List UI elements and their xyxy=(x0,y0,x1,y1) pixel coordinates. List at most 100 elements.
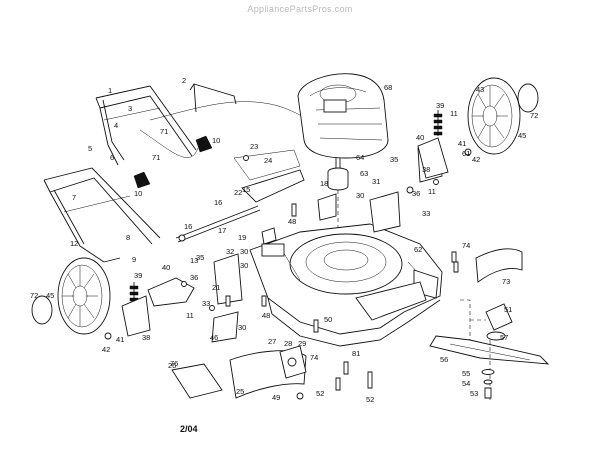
washer-55 xyxy=(481,369,495,375)
callout-43: 43 xyxy=(476,85,484,94)
callout-39b: 39 xyxy=(134,271,142,280)
bracket-46 xyxy=(211,311,239,343)
callout-41b: 41 xyxy=(116,335,124,344)
callout-10b: 10 xyxy=(134,189,142,198)
callout-71b: 71 xyxy=(152,153,160,162)
callout-27: 27 xyxy=(268,337,276,346)
callout-18: 18 xyxy=(320,179,328,188)
callout-23: 23 xyxy=(250,142,258,151)
callout-63: 63 xyxy=(360,169,368,178)
callout-48a: 48 xyxy=(288,217,296,226)
callout-50: 50 xyxy=(324,315,332,324)
callout-1: 1 xyxy=(108,86,112,95)
callout-42b: 42 xyxy=(102,345,110,354)
callout-35a: 35 xyxy=(390,155,398,164)
callout-33b: 33 xyxy=(202,299,210,308)
callout-28: 28 xyxy=(284,339,292,348)
callout-53: 53 xyxy=(470,389,478,398)
hinge-pin xyxy=(287,357,297,367)
callout-42a: 42 xyxy=(472,155,480,164)
callout-10a: 10 xyxy=(212,136,220,145)
callout-16b: 16 xyxy=(184,222,192,231)
callout-57: 57 xyxy=(500,333,508,342)
rod-washer xyxy=(178,234,186,242)
hubcap-front xyxy=(31,295,53,325)
front-wheel xyxy=(57,257,111,335)
callout-64: 64 xyxy=(356,153,364,162)
deflector-guide xyxy=(460,299,486,348)
callout-48b: 48 xyxy=(262,311,270,320)
callout-2: 2 xyxy=(182,76,186,85)
footer-date: 2/04 xyxy=(180,424,198,434)
callout-4: 4 xyxy=(114,121,118,130)
callout-40b: 40 xyxy=(162,263,170,272)
callout-76: 76 xyxy=(170,359,178,368)
callout-24: 24 xyxy=(264,156,272,165)
callout-55: 55 xyxy=(462,369,470,378)
callout-74b: 74 xyxy=(310,353,318,362)
callout-40a: 40 xyxy=(416,133,424,142)
control-bale xyxy=(189,83,237,113)
front-adjuster-bracket xyxy=(121,295,151,337)
callout-41a: 41 xyxy=(458,139,466,148)
callout-31: 31 xyxy=(372,177,380,186)
callout-46: 46 xyxy=(210,333,218,342)
callout-26: 26 xyxy=(168,361,176,370)
blade-bolt-53 xyxy=(484,387,492,399)
callout-25: 25 xyxy=(236,387,244,396)
callout-35b: 35 xyxy=(196,253,204,262)
callout-45b: 45 xyxy=(46,291,54,300)
handle-knob-10a xyxy=(195,135,213,153)
engine xyxy=(297,73,389,176)
deck-bracket-18 xyxy=(317,193,337,221)
lockwasher-54 xyxy=(483,379,493,385)
callout-6: 6 xyxy=(110,153,114,162)
callout-45a: 45 xyxy=(518,131,526,140)
callout-36a: 36 xyxy=(412,189,420,198)
rear-wheel xyxy=(467,77,521,155)
callout-19: 19 xyxy=(238,233,246,242)
callout-81: 81 xyxy=(352,349,360,358)
callout-72a: 72 xyxy=(530,111,538,120)
callout-21: 21 xyxy=(212,283,220,292)
callout-49: 49 xyxy=(272,393,280,402)
hardware xyxy=(104,148,472,400)
front-adjuster xyxy=(147,277,195,307)
callout-7: 7 xyxy=(72,193,76,202)
callout-17: 17 xyxy=(218,226,226,235)
height-plate-right xyxy=(369,191,401,233)
callout-11c: 11 xyxy=(186,311,194,320)
drive-cable xyxy=(139,129,199,158)
callout-74a: 74 xyxy=(462,241,470,250)
handle-knob-10b xyxy=(133,171,151,189)
rear-flap-76 xyxy=(171,363,223,399)
blade xyxy=(429,303,550,365)
deck-bracket-19 xyxy=(261,227,277,245)
callout-29: 29 xyxy=(298,339,306,348)
rear-bracket xyxy=(241,169,305,203)
upper-handle xyxy=(95,85,197,166)
callout-16a: 16 xyxy=(214,198,222,207)
callout-71a: 71 xyxy=(160,127,168,136)
callout-30b: 30 xyxy=(240,247,248,256)
callout-3: 3 xyxy=(128,104,132,113)
callout-38a: 38 xyxy=(422,165,430,174)
callout-5: 5 xyxy=(88,144,92,153)
callout-68: 68 xyxy=(384,83,392,92)
callout-73: 73 xyxy=(502,277,510,286)
callout-62: 62 xyxy=(414,245,422,254)
callout-32: 32 xyxy=(226,247,234,256)
callout-11b: 11 xyxy=(428,187,436,196)
callout-72b: 72 xyxy=(30,291,38,300)
blade-adapter-stack xyxy=(327,167,349,230)
rear-baffle xyxy=(355,281,427,321)
callout-12: 12 xyxy=(70,239,78,248)
callout-54: 54 xyxy=(462,379,470,388)
callout-8: 8 xyxy=(126,233,130,242)
rear-adjuster-bracket xyxy=(417,137,449,179)
height-plate-left xyxy=(213,253,243,305)
hubcap-rear xyxy=(517,83,539,113)
callout-22: 22 xyxy=(234,188,242,197)
callout-30d: 30 xyxy=(238,323,246,332)
